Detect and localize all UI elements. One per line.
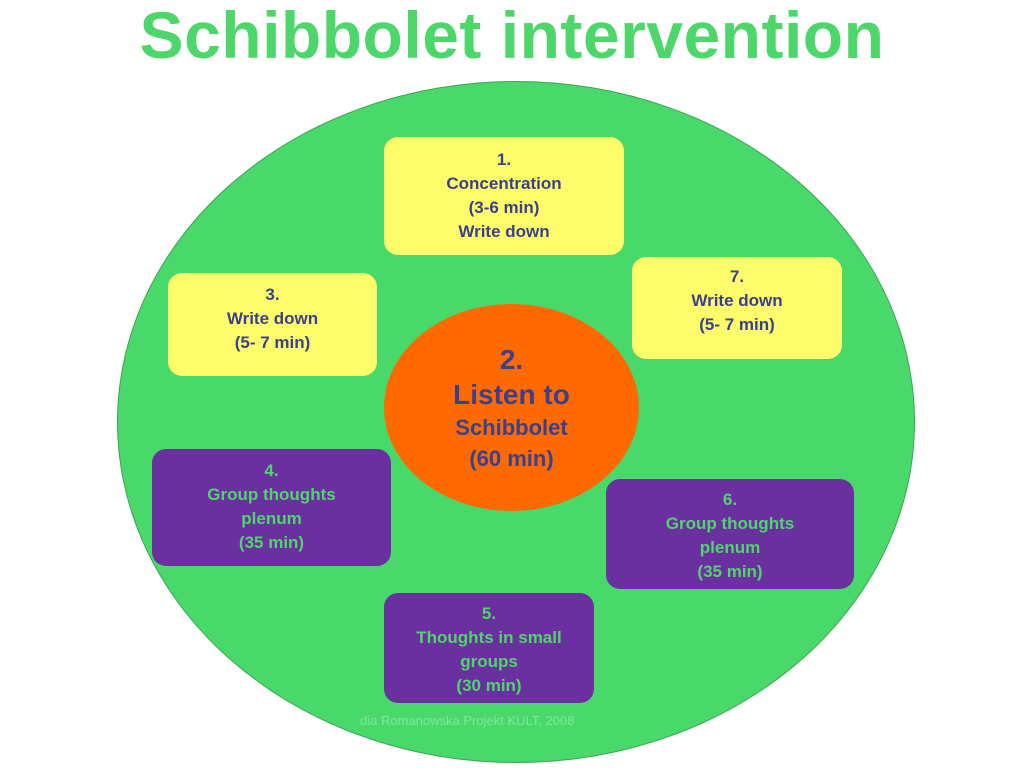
step-3-title: Write down <box>226 309 319 328</box>
step-6-box: 6. Group thoughts plenum (35 min) <box>606 479 854 589</box>
step-2-title: Listen to <box>453 379 570 410</box>
step-5-duration: (30 min) <box>456 676 522 695</box>
step-5-box: 5. Thoughts in small groups (30 min) <box>384 593 594 703</box>
step-1-number: 1. <box>496 150 512 169</box>
step-2-ellipse: 2. Listen to Schibbolet (60 min) <box>384 304 639 511</box>
step-1-box: 1. Concentration (3-6 min) Write down <box>384 137 624 255</box>
step-2-subject: Schibbolet <box>455 415 568 440</box>
step-7-duration: (5- 7 min) <box>699 315 775 334</box>
step-4-subtitle: plenum <box>241 509 302 528</box>
step-1-duration: (3-6 min) <box>468 198 540 217</box>
step-4-number: 4. <box>264 461 279 480</box>
step-6-subtitle: plenum <box>699 538 761 557</box>
footer-credit: dia Romanowska Projekt KULT, 2008 <box>360 712 680 768</box>
step-6-number: 6. <box>722 490 738 509</box>
page-title: Schibbolet intervention <box>139 0 885 72</box>
step-4-box: 4. Group thoughts plenum (35 min) <box>152 449 391 566</box>
step-7-number: 7. <box>729 267 745 286</box>
step-5-title: Thoughts in small <box>416 628 562 647</box>
step-6-title: Group thoughts <box>665 514 795 533</box>
footer-credit-line-1: dia Romanowska Projekt KULT, 2008 <box>360 713 575 728</box>
step-1-action: Write down <box>458 222 550 241</box>
step-6-duration: (35 min) <box>697 562 763 581</box>
step-4-duration: (35 min) <box>238 533 305 552</box>
step-5-subtitle: groups <box>460 652 518 671</box>
step-1-title: Concentration <box>446 174 562 193</box>
step-7-box: 7. Write down (5- 7 min) <box>632 257 842 359</box>
step-2-number: 2. <box>499 344 524 375</box>
step-7-title: Write down <box>691 291 783 310</box>
step-5-number: 5. <box>481 604 497 623</box>
step-3-number: 3. <box>265 285 280 304</box>
step-3-duration: (5- 7 min) <box>234 333 311 352</box>
step-4-title: Group thoughts <box>207 485 336 504</box>
step-2-duration: (60 min) <box>469 446 554 471</box>
step-3-box: 3. Write down (5- 7 min) <box>168 273 377 376</box>
